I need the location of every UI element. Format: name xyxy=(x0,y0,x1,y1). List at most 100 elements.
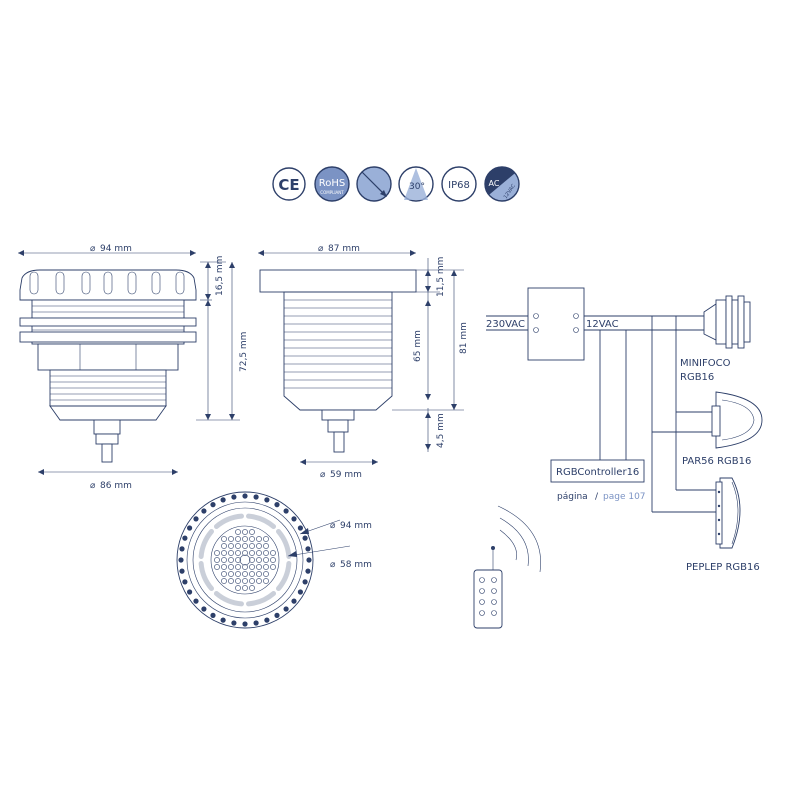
knurl-dot xyxy=(242,621,248,627)
knurl-dot xyxy=(210,502,216,508)
wiring-diagram: 230VAC 12VAC RGBController16 página / pa… xyxy=(486,287,763,573)
knurl-dot xyxy=(297,589,303,595)
transformer-box xyxy=(527,287,585,361)
led-dot xyxy=(270,550,276,556)
led-dot xyxy=(256,536,262,542)
knurl-dot xyxy=(306,557,312,563)
led-dot xyxy=(249,550,255,556)
led-dot xyxy=(256,550,262,556)
led-dot xyxy=(228,557,234,563)
led-dot xyxy=(263,536,269,542)
svg-text:⌀: ⌀ xyxy=(318,244,324,254)
knurl-dot xyxy=(231,494,237,500)
front-top-diameter: 87 mm xyxy=(328,244,360,254)
knurl-dot xyxy=(302,535,308,541)
led-dot xyxy=(242,536,248,542)
knurl-dot xyxy=(201,606,207,612)
led-dot xyxy=(235,529,241,535)
led-dot xyxy=(249,543,255,549)
knurl-dot xyxy=(283,508,289,514)
svg-text:⌀: ⌀ xyxy=(90,481,96,491)
led-dot xyxy=(249,571,255,577)
led-dot xyxy=(249,585,255,591)
led-dot xyxy=(221,578,227,584)
certification-badges: CE RoHS COMPLIANT 30° IP68 AC 12VAC xyxy=(272,166,520,202)
svg-text:⌀: ⌀ xyxy=(330,560,336,570)
page-ref-en: page 107 xyxy=(603,492,646,502)
rgb-controller-box xyxy=(550,459,645,483)
side-view-drawing: ⌀ 94 mm xyxy=(18,244,249,491)
cap-knurls xyxy=(29,271,185,295)
led-dot xyxy=(263,571,269,577)
led-dot xyxy=(270,557,276,563)
led-dot xyxy=(228,536,234,542)
knurl-dot xyxy=(179,546,185,552)
knurl-dot xyxy=(274,612,280,619)
controller-label: RGBController16 xyxy=(556,467,639,478)
device-peplep: PEPLEP RGB16 xyxy=(686,562,760,573)
led-dot xyxy=(242,571,248,577)
led-dot xyxy=(263,578,269,584)
led-dot xyxy=(249,529,255,535)
top-view-drawing: ⌀ 94 mm ⌀ 58 mm xyxy=(176,491,372,629)
led-dot xyxy=(270,564,276,570)
led-dot xyxy=(235,557,241,563)
led-dot xyxy=(256,571,262,577)
side-total-height: 72,5 mm xyxy=(239,332,249,372)
front-total-height: 81 mm xyxy=(459,322,469,354)
led-dot xyxy=(228,578,234,584)
front-view-drawing: ⌀ 87 mm ⌀ 59 mm 11,5 mm xyxy=(258,244,469,480)
led-dot xyxy=(235,571,241,577)
device-minifoco: MINIFOCO xyxy=(680,358,731,369)
led-dot xyxy=(235,578,241,584)
rohs-icon: RoHS COMPLIANT xyxy=(314,166,350,202)
knurl-dot xyxy=(220,617,226,623)
led-dot xyxy=(256,578,262,584)
knurl-dot xyxy=(187,525,193,531)
led-dot xyxy=(228,564,234,570)
led-dot xyxy=(263,550,269,556)
svg-text:RoHS: RoHS xyxy=(319,178,345,189)
front-flange-height: 11,5 mm xyxy=(436,257,446,297)
knurl-dot xyxy=(179,568,185,574)
vent-slot xyxy=(276,561,292,592)
svg-text:AC: AC xyxy=(489,179,500,188)
knurl-dot xyxy=(220,497,226,503)
knurl-dot xyxy=(187,589,193,595)
outer-knurl-dots xyxy=(178,493,312,627)
knurl-dot xyxy=(264,617,270,623)
knurl-dot xyxy=(193,516,199,522)
svg-text:⌀: ⌀ xyxy=(320,470,326,480)
input-voltage-label: 230VAC xyxy=(486,319,525,330)
vent-slots xyxy=(198,513,292,607)
led-dot xyxy=(256,557,262,563)
front-stem-height: 4,5 mm xyxy=(436,413,446,448)
knurl-dot xyxy=(253,620,259,626)
knurl-dot xyxy=(242,493,248,499)
led-dot xyxy=(256,543,262,549)
led-dot xyxy=(242,550,248,556)
knurl-dot xyxy=(283,606,289,612)
front-body-height: 65 mm xyxy=(413,330,423,362)
side-flange-height: 16,5 mm xyxy=(215,256,225,296)
led-dot xyxy=(235,543,241,549)
side-top-diameter-symbol: ⌀ xyxy=(90,244,96,254)
led-dot xyxy=(249,578,255,584)
led-dot xyxy=(221,543,227,549)
device-minifoco-sub: RGB16 xyxy=(680,372,714,383)
led-dot xyxy=(221,571,227,577)
knurl-dot xyxy=(193,598,199,604)
remote-control-icon xyxy=(473,505,541,629)
knurl-dot xyxy=(305,568,311,574)
top-outer-diameter: 94 mm xyxy=(340,521,372,531)
led-grid xyxy=(214,529,276,591)
vent-slot xyxy=(213,513,244,529)
led-dot xyxy=(221,564,227,570)
knurl-dot xyxy=(274,502,280,508)
voltage-icon: AC 12VAC xyxy=(484,166,520,202)
vent-slot xyxy=(246,591,277,607)
led-dot xyxy=(242,543,248,549)
led-dot xyxy=(249,536,255,542)
output-voltage-label: 12VAC xyxy=(586,319,619,330)
